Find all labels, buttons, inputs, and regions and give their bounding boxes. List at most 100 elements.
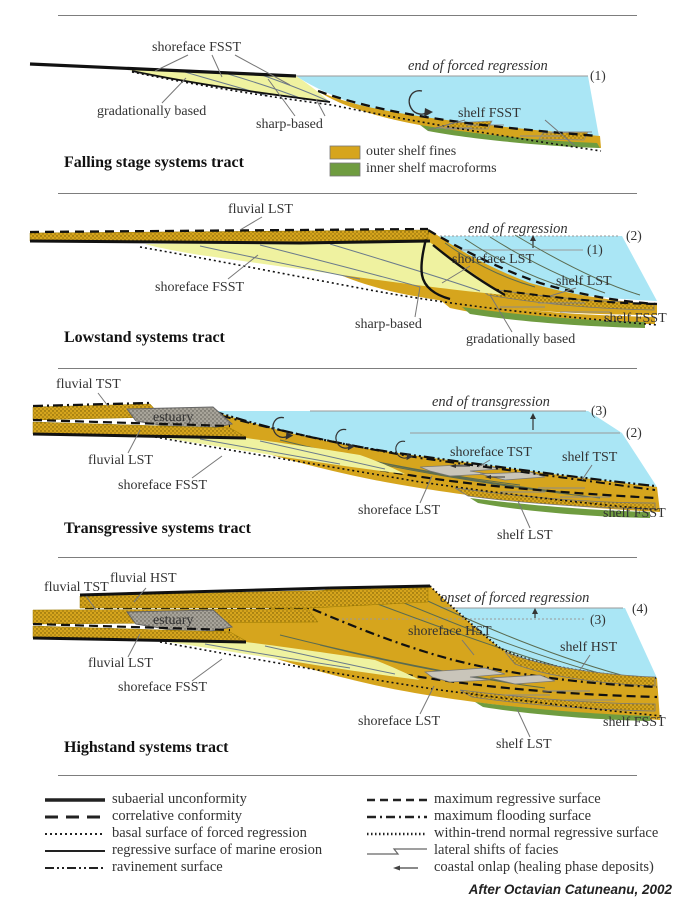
label-fluvial-tst: fluvial TST xyxy=(56,377,121,392)
marker-2: (2) xyxy=(626,425,642,440)
maximum-regressive-surface xyxy=(389,670,658,699)
label-sharp-based: sharp-based xyxy=(256,117,323,132)
leader-lines xyxy=(97,392,593,529)
rise-arrow-head xyxy=(530,235,536,241)
attribution: After Octavian Catuneanu, 2002 xyxy=(468,882,672,897)
label-gradationally-based: gradationally based xyxy=(97,104,207,119)
clinoform-lines-pale xyxy=(204,643,396,675)
shelf-hst-band xyxy=(504,651,656,687)
rsme-pale-front xyxy=(432,244,506,297)
label-fluvial-lst: fluvial LST xyxy=(88,656,153,671)
label-fluvial-hst: fluvial HST xyxy=(110,571,177,586)
divider-3 xyxy=(58,557,637,558)
basal-surface-forced-regression xyxy=(139,246,659,326)
label-shoreface-fsst: shoreface FSST xyxy=(152,40,242,55)
sample-coastal-onlap-arrowhead xyxy=(393,865,400,871)
annotation-end-of-forced-regression: end of forced regression xyxy=(408,58,548,74)
marker-1: (1) xyxy=(587,242,603,257)
leader-lines xyxy=(227,216,577,333)
label-shelf-lst: shelf LST xyxy=(496,737,552,752)
label-shelf-lst: shelf LST xyxy=(556,274,612,289)
subaerial-unconformity xyxy=(29,239,431,245)
legend-label-maximum-flooding: maximum flooding surface xyxy=(434,808,592,824)
wave-curl-arrows xyxy=(272,416,413,461)
label-fluvial-lst: fluvial LST xyxy=(228,202,293,217)
panel-title-lowstand: Lowstand systems tract xyxy=(64,329,225,346)
clinoform-lines-pale xyxy=(199,243,481,292)
coastal-onlap-arrowhead-1 xyxy=(450,464,456,468)
label-estuary: estuary xyxy=(153,410,194,425)
label-shelf-fsst: shelf FSST xyxy=(458,106,521,121)
estuary-body xyxy=(126,609,234,635)
healing-phase-wedge-2 xyxy=(479,471,546,481)
subaerial-top-line xyxy=(79,586,331,597)
panel-transgressive: fluvial TST estuary fluvial LST shorefac… xyxy=(0,370,700,557)
marker-3: (3) xyxy=(591,403,607,418)
legend-label-lateral-shifts: lateral shifts of facies xyxy=(434,842,559,858)
healing-phase-wedge-1 xyxy=(423,667,506,683)
sample-lateral-shifts-of-facies xyxy=(367,848,427,855)
label-shelf-fsst: shelf FSST xyxy=(603,715,666,730)
lateral-shift-lines xyxy=(500,302,610,313)
legend-label-coastal-onlap: coastal onlap (healing phase deposits) xyxy=(434,859,654,875)
label-shelf-fsst: shelf FSST xyxy=(604,311,667,326)
leader-lines xyxy=(154,54,576,147)
fluvial-hst-sheet xyxy=(79,587,429,609)
wave-curl-arrow xyxy=(408,90,433,117)
divider-top xyxy=(58,15,637,16)
legend-label-rsme: regressive surface of marine erosion xyxy=(112,842,323,858)
annotation-end-of-regression: end of regression xyxy=(468,221,568,237)
shoreface-fsst-wedge xyxy=(150,640,420,680)
sea-water xyxy=(455,608,657,678)
maximum-flooding-surface xyxy=(221,415,656,491)
marker-2: (2) xyxy=(626,228,642,243)
legend-label-correlative-conformity: correlative conformity xyxy=(112,808,243,824)
label-shoreface-fsst: shoreface FSST xyxy=(118,680,208,695)
divider-4 xyxy=(58,775,637,776)
label-shelf-fsst: shelf FSST xyxy=(603,506,666,521)
outer-shelf-fines-body xyxy=(318,91,601,148)
inner-shelf-macroforms-body xyxy=(420,125,600,148)
shoreface-fsst-wedge xyxy=(128,69,330,102)
label-shelf-hst: shelf HST xyxy=(560,640,618,655)
divider-2 xyxy=(58,368,637,369)
legend-label-maximum-regressive: maximum regressive surface xyxy=(434,791,601,807)
panel-title-falling-stage: Falling stage systems tract xyxy=(64,154,244,171)
label-shelf-tst: shelf TST xyxy=(562,450,618,465)
shoreface-fsst-wedge xyxy=(150,436,405,474)
basal-surface-forced-regression xyxy=(154,436,661,511)
shelf-fsst-body xyxy=(438,298,655,324)
label-shelf-lst: shelf LST xyxy=(497,528,553,543)
label-shoreface-tst: shoreface TST xyxy=(450,445,532,460)
divider-1 xyxy=(58,193,637,194)
leader-lines xyxy=(85,587,591,738)
key-swatch-inner-shelf-macroforms xyxy=(329,162,361,177)
clinoform-lines xyxy=(444,234,641,296)
shelf-fsst-green xyxy=(475,702,650,721)
shelf-fsst-green xyxy=(470,498,650,518)
lowstand-cross-section xyxy=(29,216,659,333)
marker-4: (4) xyxy=(632,601,648,616)
label-sharp-based: sharp-based xyxy=(355,317,422,332)
legend-label-ravinement: ravinement surface xyxy=(112,859,223,875)
coastal-onlap-arrowhead-2 xyxy=(485,475,491,479)
shelf-lst-lens xyxy=(459,689,656,712)
maximum-flooding-surface xyxy=(85,606,658,689)
panel-title-highstand: Highstand systems tract xyxy=(64,739,229,756)
label-estuary: estuary xyxy=(153,613,194,628)
maximum-regressive-surface-top xyxy=(29,227,429,234)
legend-label-basal-surface: basal surface of forced regression xyxy=(112,825,307,841)
fluvial-base-dashed xyxy=(32,622,231,632)
lateral-shift-lines xyxy=(500,487,610,498)
label-shoreface-fsst: shoreface FSST xyxy=(118,478,208,493)
legend-section: subaerial unconformity correlative confo… xyxy=(0,775,700,906)
panel-highstand: fluvial TST fluvial HST estuary fluvial … xyxy=(0,560,700,775)
panel-title-transgressive: Transgressive systems tract xyxy=(64,520,251,537)
clinoform-lines-pale xyxy=(199,438,386,470)
rise-arrow-head xyxy=(532,608,538,614)
fluvial-base-dashed xyxy=(32,418,231,428)
label-fluvial-tst: fluvial TST xyxy=(44,580,109,595)
key-swatch-outer-shelf-fines xyxy=(329,145,361,160)
marker-3: (3) xyxy=(590,612,606,627)
